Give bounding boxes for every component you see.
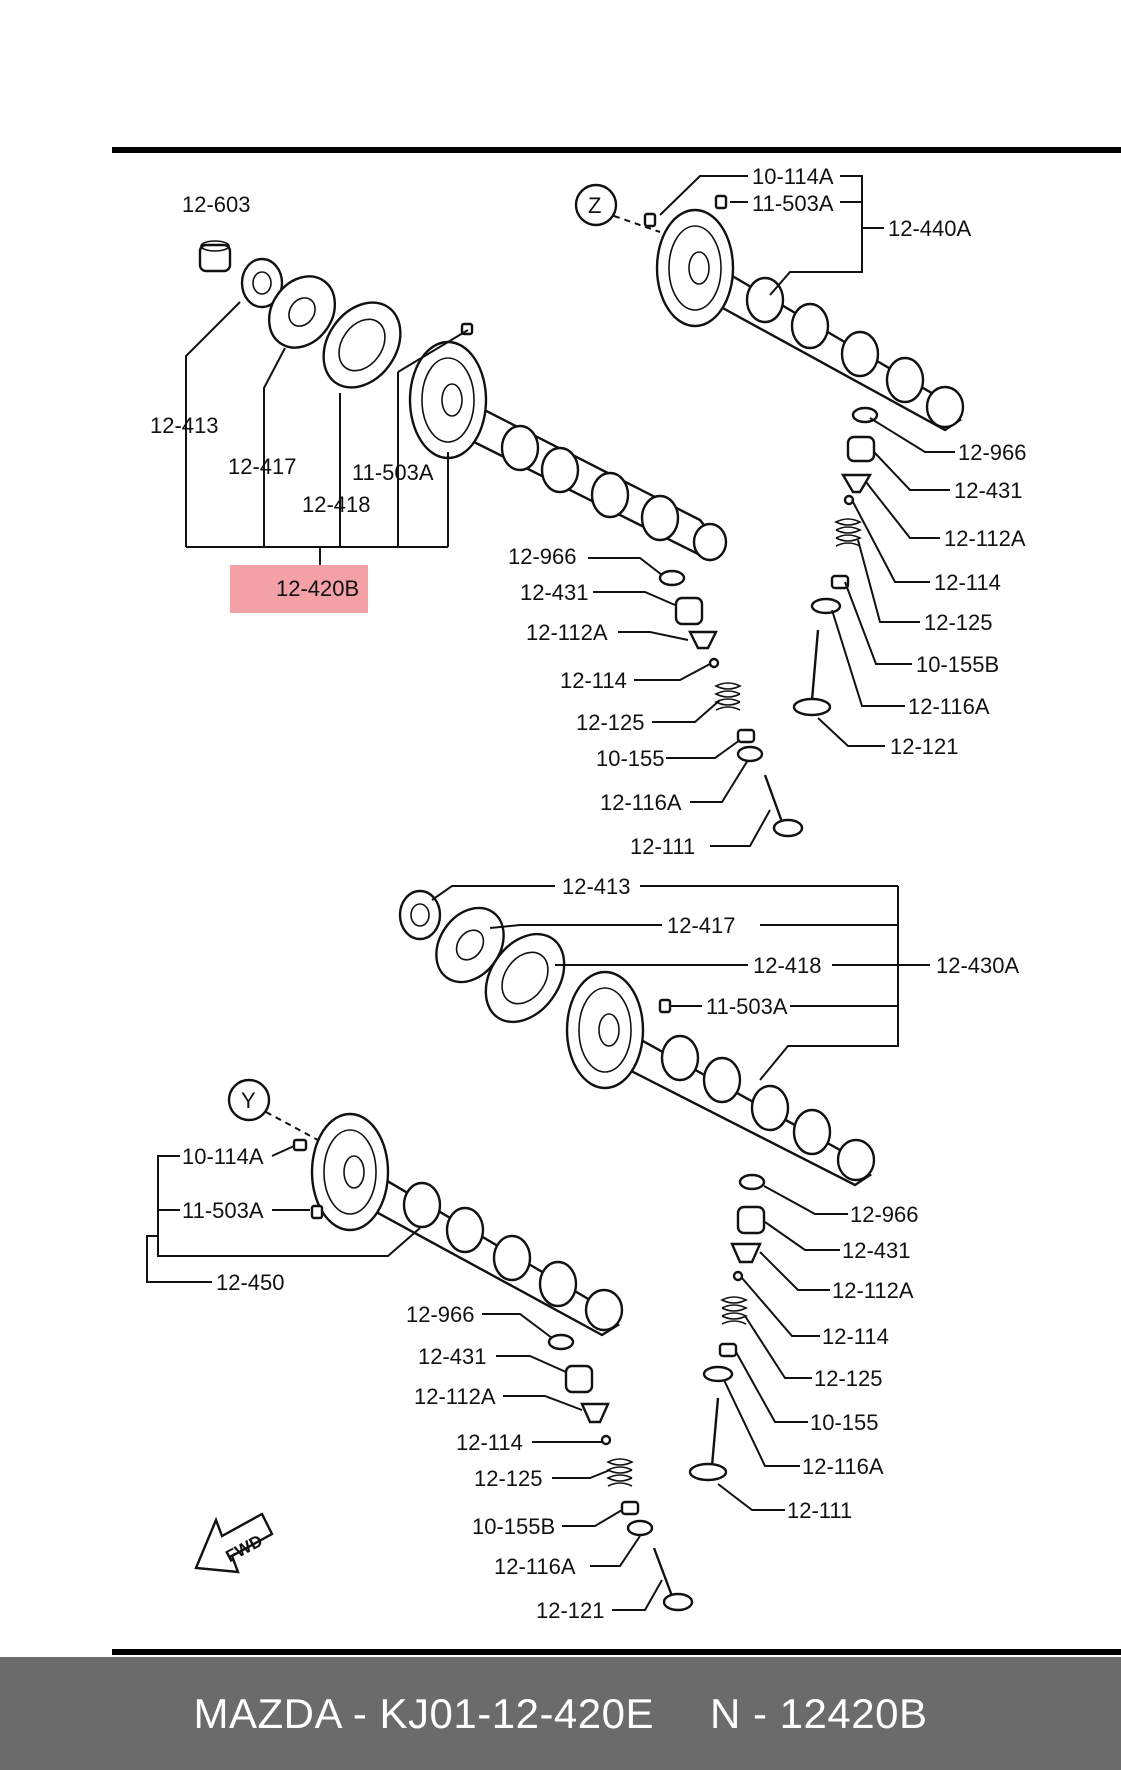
leader-bracket-12-450 — [146, 1145, 421, 1283]
label-10-114A-top: 10-114A — [752, 164, 834, 189]
leader-bracket-12-420B — [185, 301, 469, 570]
label-12-112A-tm: 12-112A — [526, 620, 608, 645]
label-12-430A: 12-430A — [936, 953, 1020, 978]
valve-stack-bottom-left — [547, 1333, 694, 1612]
label-12-413: 12-413 — [150, 413, 219, 438]
label-10-155-tm: 10-155 — [596, 746, 665, 771]
valve-stack-top-right — [792, 406, 879, 717]
label-12-116A-tr: 12-116A — [908, 694, 990, 719]
leaders-bottom-left-valves — [482, 1313, 663, 1611]
leaders-top-right-valves — [817, 417, 955, 747]
label-12-966-tr: 12-966 — [958, 440, 1027, 465]
bottom-right-seal-washers — [398, 889, 566, 1024]
exhaust-camshaft-top — [408, 322, 728, 562]
label-12-450: 12-450 — [216, 1270, 285, 1295]
intake-camshaft-top — [643, 194, 965, 432]
svg-text:Y: Y — [241, 1088, 256, 1113]
label-12-417: 12-417 — [228, 454, 297, 479]
intake-camshaft-bottom — [292, 1112, 624, 1337]
label-12-116A-tm: 12-116A — [600, 790, 682, 815]
label-12-114-tm: 12-114 — [560, 668, 627, 693]
label-12-114-bl: 12-114 — [456, 1430, 523, 1455]
label-12-431-tm: 12-431 — [520, 580, 589, 605]
label-12-112A-br: 12-112A — [832, 1278, 914, 1303]
leaders-bottom-right-valves — [717, 1185, 848, 1511]
label-12-440A: 12-440A — [888, 216, 972, 241]
label-12-121-bl: 12-121 — [536, 1598, 605, 1623]
label-12-603: 12-603 — [182, 192, 251, 217]
label-12-125-br: 12-125 — [814, 1366, 883, 1391]
label-12-413-br: 12-413 — [562, 874, 631, 899]
part-12-417-washer — [267, 275, 337, 349]
label-12-431-bl: 12-431 — [418, 1344, 487, 1369]
label-12-125-tm: 12-125 — [576, 710, 645, 735]
leader-bracket-12-430A — [431, 885, 930, 1081]
label-11-503A-top-right: 11-503A — [752, 191, 834, 216]
part-12-413-seal — [240, 257, 284, 309]
part-12-418-washer — [322, 301, 402, 389]
label-12-125-tr: 12-125 — [924, 610, 993, 635]
footer-aftermarket-number: N - 12420B — [710, 1689, 928, 1737]
label-12-966-tm: 12-966 — [508, 544, 577, 569]
label-10-155B-tr: 10-155B — [916, 652, 999, 677]
label-12-431-br: 12-431 — [842, 1238, 911, 1263]
label-12-418-br: 12-418 — [753, 953, 822, 978]
label-12-966-br: 12-966 — [850, 1202, 919, 1227]
leader-bracket-12-440A — [659, 175, 884, 296]
label-12-111-tm: 12-111 — [630, 834, 695, 859]
part-12-603-plug — [198, 240, 232, 273]
label-12-112A-bl: 12-112A — [414, 1384, 496, 1409]
highlight-box — [230, 565, 368, 613]
camshaft-exploded-diagram: 12-420B 12-603 12-413 12-417 12-418 11-5… — [112, 147, 1121, 1655]
label-11-503A: 11-503A — [352, 460, 434, 485]
label-10-155-br: 10-155 — [810, 1410, 879, 1435]
footer-oem-number: MAZDA - KJ01-12-420E — [193, 1689, 655, 1737]
leaders-top-middle-valves — [588, 557, 771, 847]
label-12-431-tr: 12-431 — [954, 478, 1023, 503]
callout-z: Z — [574, 183, 661, 233]
label-12-116A-br: 12-116A — [802, 1454, 884, 1479]
label-12-417-br: 12-417 — [667, 913, 736, 938]
label-12-111-br: 12-111 — [787, 1498, 852, 1523]
svg-text:Z: Z — [588, 193, 601, 218]
label-12-112A-tr: 12-112A — [944, 526, 1026, 551]
fwd-arrow-icon: FWD — [194, 1512, 274, 1574]
label-12-125-bl: 12-125 — [474, 1466, 543, 1491]
callout-y: Y — [227, 1078, 319, 1141]
valve-stack-top-middle — [658, 569, 804, 838]
label-12-121-tr: 12-121 — [890, 734, 959, 759]
label-12-418: 12-418 — [302, 492, 371, 517]
exhaust-camshaft-bottom — [565, 970, 876, 1187]
label-10-114A-bl: 10-114A — [182, 1144, 264, 1169]
valve-stack-bottom-right — [688, 1173, 766, 1482]
label-12-420B: 12-420B — [276, 576, 359, 601]
label-11-503A-bl: 11-503A — [182, 1198, 264, 1223]
label-12-114-br: 12-114 — [822, 1324, 889, 1349]
label-11-503A-br: 11-503A — [706, 994, 788, 1019]
label-10-155B-bl: 10-155B — [472, 1514, 555, 1539]
part-number-footer: MAZDA - KJ01-12-420E N - 12420B — [0, 1657, 1121, 1770]
label-12-116A-bl: 12-116A — [494, 1554, 576, 1579]
label-12-966-bl: 12-966 — [406, 1302, 475, 1327]
label-12-114-tr: 12-114 — [934, 570, 1001, 595]
